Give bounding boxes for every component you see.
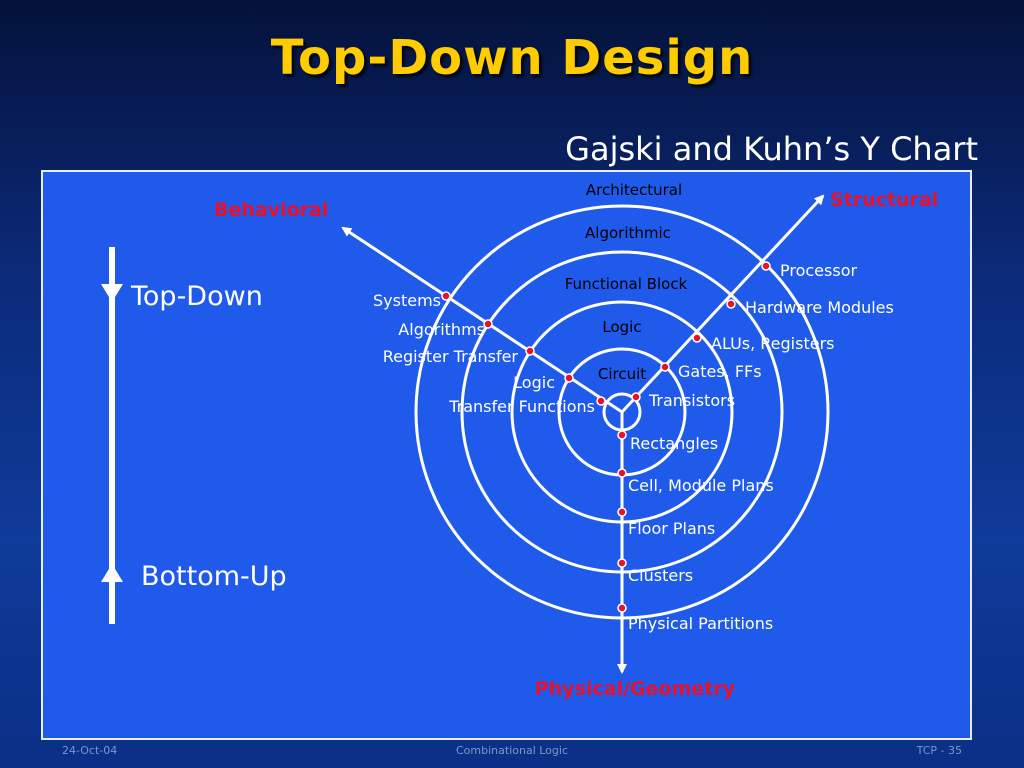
physical-item-floor-plans: Floor Plans: [628, 519, 715, 538]
structural-item-transistors: Transistors: [648, 391, 735, 410]
structural-dot-transistors: [631, 392, 641, 402]
footer-page: TCP - 35: [916, 744, 962, 757]
level-functional-block: Functional Block: [565, 275, 688, 293]
behavioral-item-algorithms: Algorithms: [398, 320, 485, 339]
structural-dot-gates-ffs: [660, 362, 670, 372]
behavioral-dot-register-transfer: [525, 346, 535, 356]
behavioral-dot-logic: [564, 373, 574, 383]
level-algorithmic: Algorithmic: [585, 224, 671, 242]
structural-item-alus-registers: ALUs, Registers: [711, 334, 835, 353]
physical-dot-floor-plans: [617, 507, 627, 517]
physical-dot-physical-partitions: [617, 603, 627, 613]
direction-arrow: [101, 247, 123, 624]
up-arrowhead: [101, 564, 123, 582]
behavioral-dot-systems: [441, 291, 451, 301]
structural-dot-processor: [761, 261, 771, 271]
behavioral-dot-transfer-functions: [596, 396, 606, 406]
slide-subtitle: Gajski and Kuhn’s Y Chart: [565, 130, 978, 168]
level-logic: Logic: [602, 318, 641, 336]
y-chart-diagram: Behavioral Structural Physical/Geometry …: [101, 181, 938, 700]
structural-axis-label: Structural: [830, 189, 938, 211]
behavioral-item-systems: Systems: [373, 291, 441, 310]
behavioral-item-transfer-functions: Transfer Functions: [448, 397, 595, 416]
structural-axis: [620, 194, 825, 414]
physical-item-cell-module-plans: Cell, Module Plans: [628, 476, 774, 495]
structural-dot-alus-registers: [692, 333, 702, 343]
behavioral-axis-label: Behavioral: [214, 199, 328, 221]
physical-axis-label: Physical/Geometry: [535, 678, 736, 700]
physical-item-physical-partitions: Physical Partitions: [628, 614, 773, 633]
structural-dot-hardware-modules: [726, 299, 736, 309]
slide-title: Top-Down Design: [270, 30, 754, 86]
physical-dot-clusters: [617, 558, 627, 568]
level-architectural: Architectural: [586, 181, 682, 199]
physical-dot-cell-module-plans: [617, 468, 627, 478]
down-arrowhead: [101, 284, 123, 302]
structural-item-processor: Processor: [780, 261, 857, 280]
behavioral-dot-algorithms: [483, 319, 493, 329]
bottom-up-label: Bottom-Up: [141, 561, 287, 592]
structural-item-gates-ffs: Gates, FFs: [678, 362, 762, 381]
level-circuit: Circuit: [598, 365, 646, 383]
footer-topic: Combinational Logic: [456, 744, 568, 757]
behavioral-item-register-transfer: Register Transfer: [383, 347, 519, 366]
top-down-label: Top-Down: [130, 281, 263, 312]
physical-dot-rectangles: [617, 430, 627, 440]
physical-item-rectangles: Rectangles: [630, 434, 718, 453]
behavioral-axis: [341, 226, 623, 414]
behavioral-item-logic: Logic: [513, 373, 555, 392]
structural-item-hardware-modules: Hardware Modules: [745, 298, 894, 317]
footer-date: 24-Oct-04: [62, 744, 118, 757]
y-chart-panel: Behavioral Structural Physical/Geometry …: [41, 170, 972, 740]
physical-item-clusters: Clusters: [628, 566, 693, 585]
